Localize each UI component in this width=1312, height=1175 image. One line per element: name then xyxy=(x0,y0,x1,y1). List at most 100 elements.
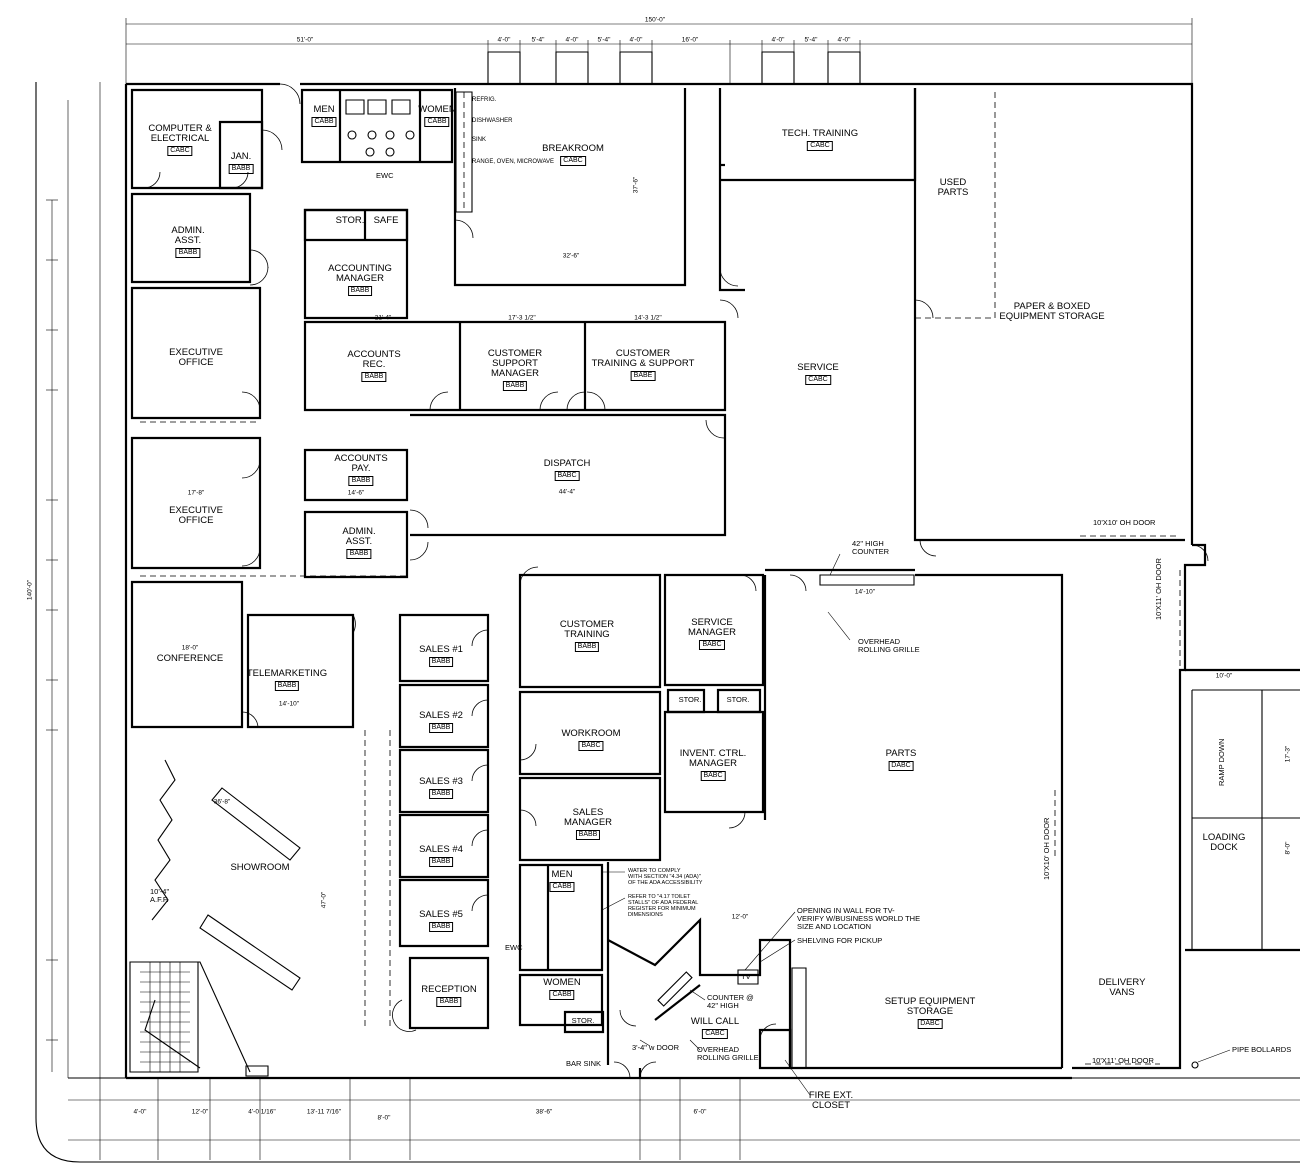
room-storage-1: STOR. xyxy=(336,216,365,226)
dim-support-17: 17'-3 1/2" xyxy=(508,314,536,322)
room-name: SETUP EQUIPMENT STORAGE xyxy=(884,996,976,1017)
note-bar-sink: BAR SINK xyxy=(566,1059,602,1068)
room-name: ACCOUNTING MANAGER xyxy=(328,263,392,284)
note-ada-water: WATER TO COMPLY WITH SECTION "4.34 (ADA)… xyxy=(628,868,703,886)
dim-training-14: 14'-3 1/2" xyxy=(634,314,662,322)
dim-dock-8: 8'-0" xyxy=(1284,841,1292,855)
room-name: WOMEN xyxy=(418,104,456,115)
room-loading-dock: LOADING DOCK xyxy=(1203,833,1246,853)
room-name: INVENT. CTRL. MANAGER xyxy=(679,748,747,769)
room-name: TECH. TRAINING xyxy=(781,128,859,139)
room-name: PAPER & BOXED EQUIPMENT STORAGE xyxy=(999,301,1105,322)
top-dimension-lines xyxy=(126,18,1192,84)
room-name: SALES #3 xyxy=(419,776,463,787)
room-sales-4: SALES #4 BABB xyxy=(419,845,463,867)
room-code: BABB xyxy=(428,857,454,867)
dim-top-54c: 5'-4" xyxy=(804,36,818,44)
room-name: COMPUTER & ELECTRICAL xyxy=(148,123,212,144)
room-code: CABB xyxy=(424,117,450,127)
room-executive-office-2: EXECUTIVE OFFICE xyxy=(169,506,223,526)
room-code: BABB xyxy=(175,248,201,258)
room-name: STOR. xyxy=(726,695,750,704)
room-executive-office-1: EXECUTIVE OFFICE xyxy=(169,348,223,368)
room-name: TELEMARKETING xyxy=(246,668,328,679)
room-code: BABB xyxy=(346,549,372,559)
dim-telemarketing-14: 14'-10" xyxy=(278,700,300,708)
room-name: SHOWROOM xyxy=(230,862,290,873)
room-name: CUSTOMER TRAINING & SUPPORT xyxy=(591,348,695,369)
dim-bottom-38: 38'-6" xyxy=(535,1108,553,1116)
room-code: BABC xyxy=(699,640,725,650)
note-refrigerator: REFRIG. xyxy=(472,97,497,103)
room-name: SALES #2 xyxy=(419,710,463,721)
room-admin-asst-1: ADMIN. ASST. BABB xyxy=(171,226,205,258)
room-name: SERVICE MANAGER xyxy=(687,617,737,638)
room-name: RECEPTION xyxy=(421,984,477,995)
room-sales-5: SALES #5 BABB xyxy=(419,910,463,932)
room-storage-2: STOR. xyxy=(679,695,702,705)
room-breakroom: BREAKROOM CABC xyxy=(542,144,604,166)
room-safe: SAFE xyxy=(374,216,399,226)
dim-showroom-36: 36'-8" xyxy=(213,798,231,806)
note-ada-stalls: REFER TO "4.17 TOILET STALLS" OF ADA FED… xyxy=(628,894,699,918)
room-storage-4: STOR. xyxy=(572,1016,595,1026)
room-accounting-manager: ACCOUNTING MANAGER BABB xyxy=(328,264,392,296)
room-code: BABB xyxy=(428,922,454,932)
room-name: CUSTOMER TRAINING xyxy=(559,619,615,640)
overhead-doors xyxy=(658,536,1230,1069)
room-storage-3: STOR. xyxy=(727,695,750,705)
note-range-oven-microwave: RANGE, OVEN, MICROWAVE xyxy=(472,159,555,165)
room-code: BABB xyxy=(436,997,462,1007)
room-dispatch: DISPATCH BABC xyxy=(544,459,590,481)
dim-conference-18: 18'-0" xyxy=(181,644,199,652)
note-sink: SINK xyxy=(472,137,487,143)
room-setup-equipment-storage: SETUP EQUIPMENT STORAGE DABC xyxy=(884,996,976,1029)
room-workroom: WORKROOM BABC xyxy=(561,728,621,751)
note-aff: 10'-4" A.F.F. xyxy=(150,887,170,904)
room-telemarketing: TELEMARKETING BABB xyxy=(247,669,327,691)
dim-bottom-6: 6'-0" xyxy=(693,1108,707,1116)
room-code: DABC xyxy=(917,1019,943,1029)
room-code: BABB xyxy=(348,476,374,486)
room-accounts-payable: ACCOUNTS PAY. BABB xyxy=(334,453,388,486)
room-code: BABB xyxy=(228,164,254,174)
dim-bottom-8: 8'-0" xyxy=(377,1114,391,1122)
room-code: BABC xyxy=(554,471,580,481)
dim-bottom-13: 13'-11 7/16" xyxy=(306,1108,342,1116)
dim-breakroom-37: 37'-6" xyxy=(632,176,640,194)
room-fire-ext-closet: FIRE EXT. CLOSET xyxy=(809,1091,853,1111)
room-code: BABC xyxy=(578,741,604,751)
note-leaders xyxy=(602,554,850,1095)
room-customer-training-support: CUSTOMER TRAINING & SUPPORT BABE xyxy=(591,348,695,381)
exterior-walls xyxy=(126,84,1300,1078)
dim-bottom-12: 12'-0" xyxy=(191,1108,209,1116)
room-name: BREAKROOM xyxy=(542,143,604,154)
room-name: SALES #5 xyxy=(419,909,463,920)
dim-dispatch-44: 44'-4" xyxy=(558,488,576,496)
room-name: ACCOUNTS PAY. xyxy=(334,453,388,474)
room-code: BABB xyxy=(347,286,373,296)
room-name: SERVICE xyxy=(797,362,839,373)
room-code: BABB xyxy=(428,657,454,667)
room-name: WORKROOM xyxy=(561,728,621,739)
room-customer-support-manager: CUSTOMER SUPPORT MANAGER BABB xyxy=(488,349,542,391)
room-code: CABB xyxy=(311,117,337,127)
room-sales-manager: SALES MANAGER BABB xyxy=(564,808,612,840)
room-paper-storage: PAPER & BOXED EQUIPMENT STORAGE xyxy=(999,302,1104,322)
interior-walls xyxy=(132,88,1185,1068)
room-service: SERVICE CABC xyxy=(797,363,839,385)
note-ewc-1: EWC xyxy=(376,171,394,180)
dim-willcall-12: 12'-0" xyxy=(731,913,749,921)
note-oh-door-parts: 10'X10' OH DOOR xyxy=(1042,817,1051,880)
room-name: MEN xyxy=(551,869,573,880)
room-computer-electrical: COMPUTER & ELECTRICAL CABC xyxy=(148,123,212,156)
room-name: SALES #1 xyxy=(419,644,463,655)
note-pipe-bollards: PIPE BOLLARDS xyxy=(1232,1045,1292,1054)
dim-top-4d: 4'-0" xyxy=(771,36,785,44)
room-name: JAN. xyxy=(230,151,252,162)
room-sales-2: SALES #2 BABB xyxy=(419,711,463,733)
room-code: CABB xyxy=(549,882,575,892)
room-name: SALES #4 xyxy=(419,844,463,855)
dim-top-51: 51'-0" xyxy=(296,36,314,44)
